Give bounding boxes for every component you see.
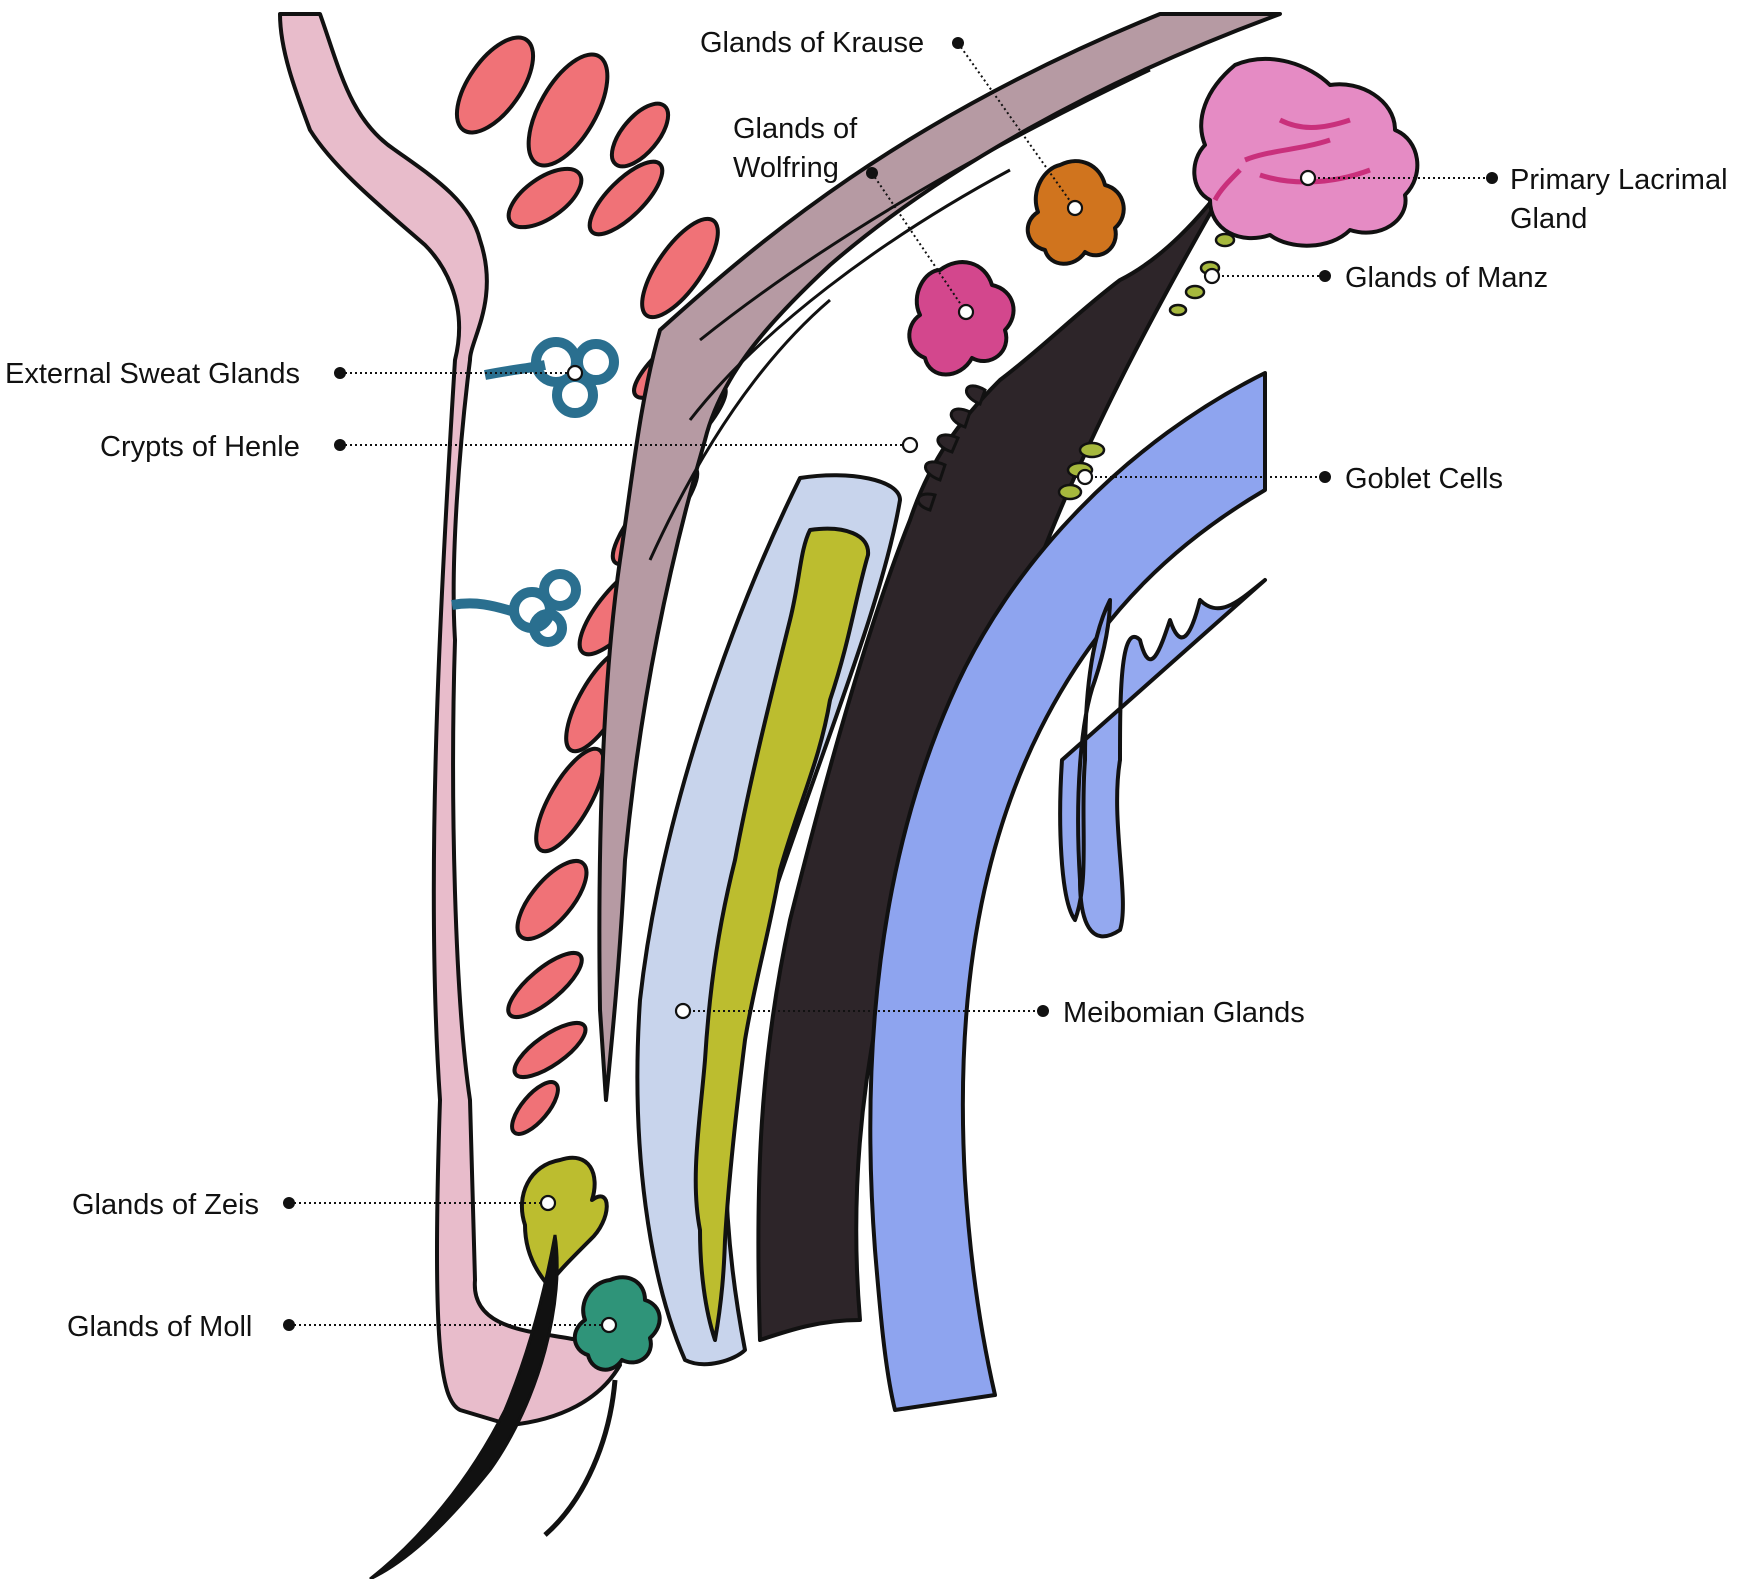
label-external-sweat-glands: External Sweat Glands bbox=[5, 358, 300, 390]
label-glands-of-zeis: Glands of Zeis bbox=[72, 1189, 259, 1221]
marker-lacrimal-ring bbox=[1301, 171, 1315, 185]
marker-krause-ring bbox=[1068, 201, 1082, 215]
marker-goblet-ring bbox=[1078, 470, 1092, 484]
marker-meibomian-ring bbox=[676, 1004, 690, 1018]
marker-wolfring-dot bbox=[866, 167, 878, 179]
label-glands-of-krause: Glands of Krause bbox=[700, 27, 924, 59]
label-primary-lacrimal-gland-line1: Primary Lacrimal bbox=[1510, 164, 1728, 196]
label-glands-of-manz: Glands of Manz bbox=[1345, 262, 1548, 294]
label-primary-lacrimal-gland-line2: Gland bbox=[1510, 203, 1587, 235]
label-crypts-of-henle: Crypts of Henle bbox=[100, 431, 300, 463]
label-glands-of-moll: Glands of Moll bbox=[67, 1311, 252, 1343]
external-sweat-glands bbox=[452, 342, 614, 642]
marker-moll-ring bbox=[602, 1318, 616, 1332]
label-meibomian-glands: Meibomian Glands bbox=[1063, 997, 1305, 1029]
label-glands-of-wolfring-line1: Glands of bbox=[733, 113, 858, 145]
primary-lacrimal-gland bbox=[1194, 59, 1417, 246]
marker-lacrimal-dot bbox=[1486, 172, 1498, 184]
marker-henle-ring bbox=[903, 438, 917, 452]
marker-goblet-dot bbox=[1319, 471, 1331, 483]
marker-sweat-ring bbox=[568, 366, 582, 380]
marker-manz-dot bbox=[1319, 270, 1331, 282]
glands-of-moll bbox=[575, 1277, 660, 1369]
glands-of-zeis bbox=[522, 1158, 607, 1285]
marker-henle-dot bbox=[334, 439, 346, 451]
marker-zeis-ring bbox=[541, 1196, 555, 1210]
marker-wolfring-ring bbox=[959, 305, 973, 319]
marker-krause-dot bbox=[952, 37, 964, 49]
marker-moll-dot bbox=[283, 1319, 295, 1331]
label-glands-of-wolfring-line2: Wolfring bbox=[733, 152, 839, 184]
marker-manz-ring bbox=[1205, 269, 1219, 283]
marker-sweat-dot bbox=[334, 367, 346, 379]
marker-meibomian-dot bbox=[1037, 1005, 1049, 1017]
label-goblet-cells: Goblet Cells bbox=[1345, 463, 1503, 495]
marker-zeis-dot bbox=[283, 1197, 295, 1209]
